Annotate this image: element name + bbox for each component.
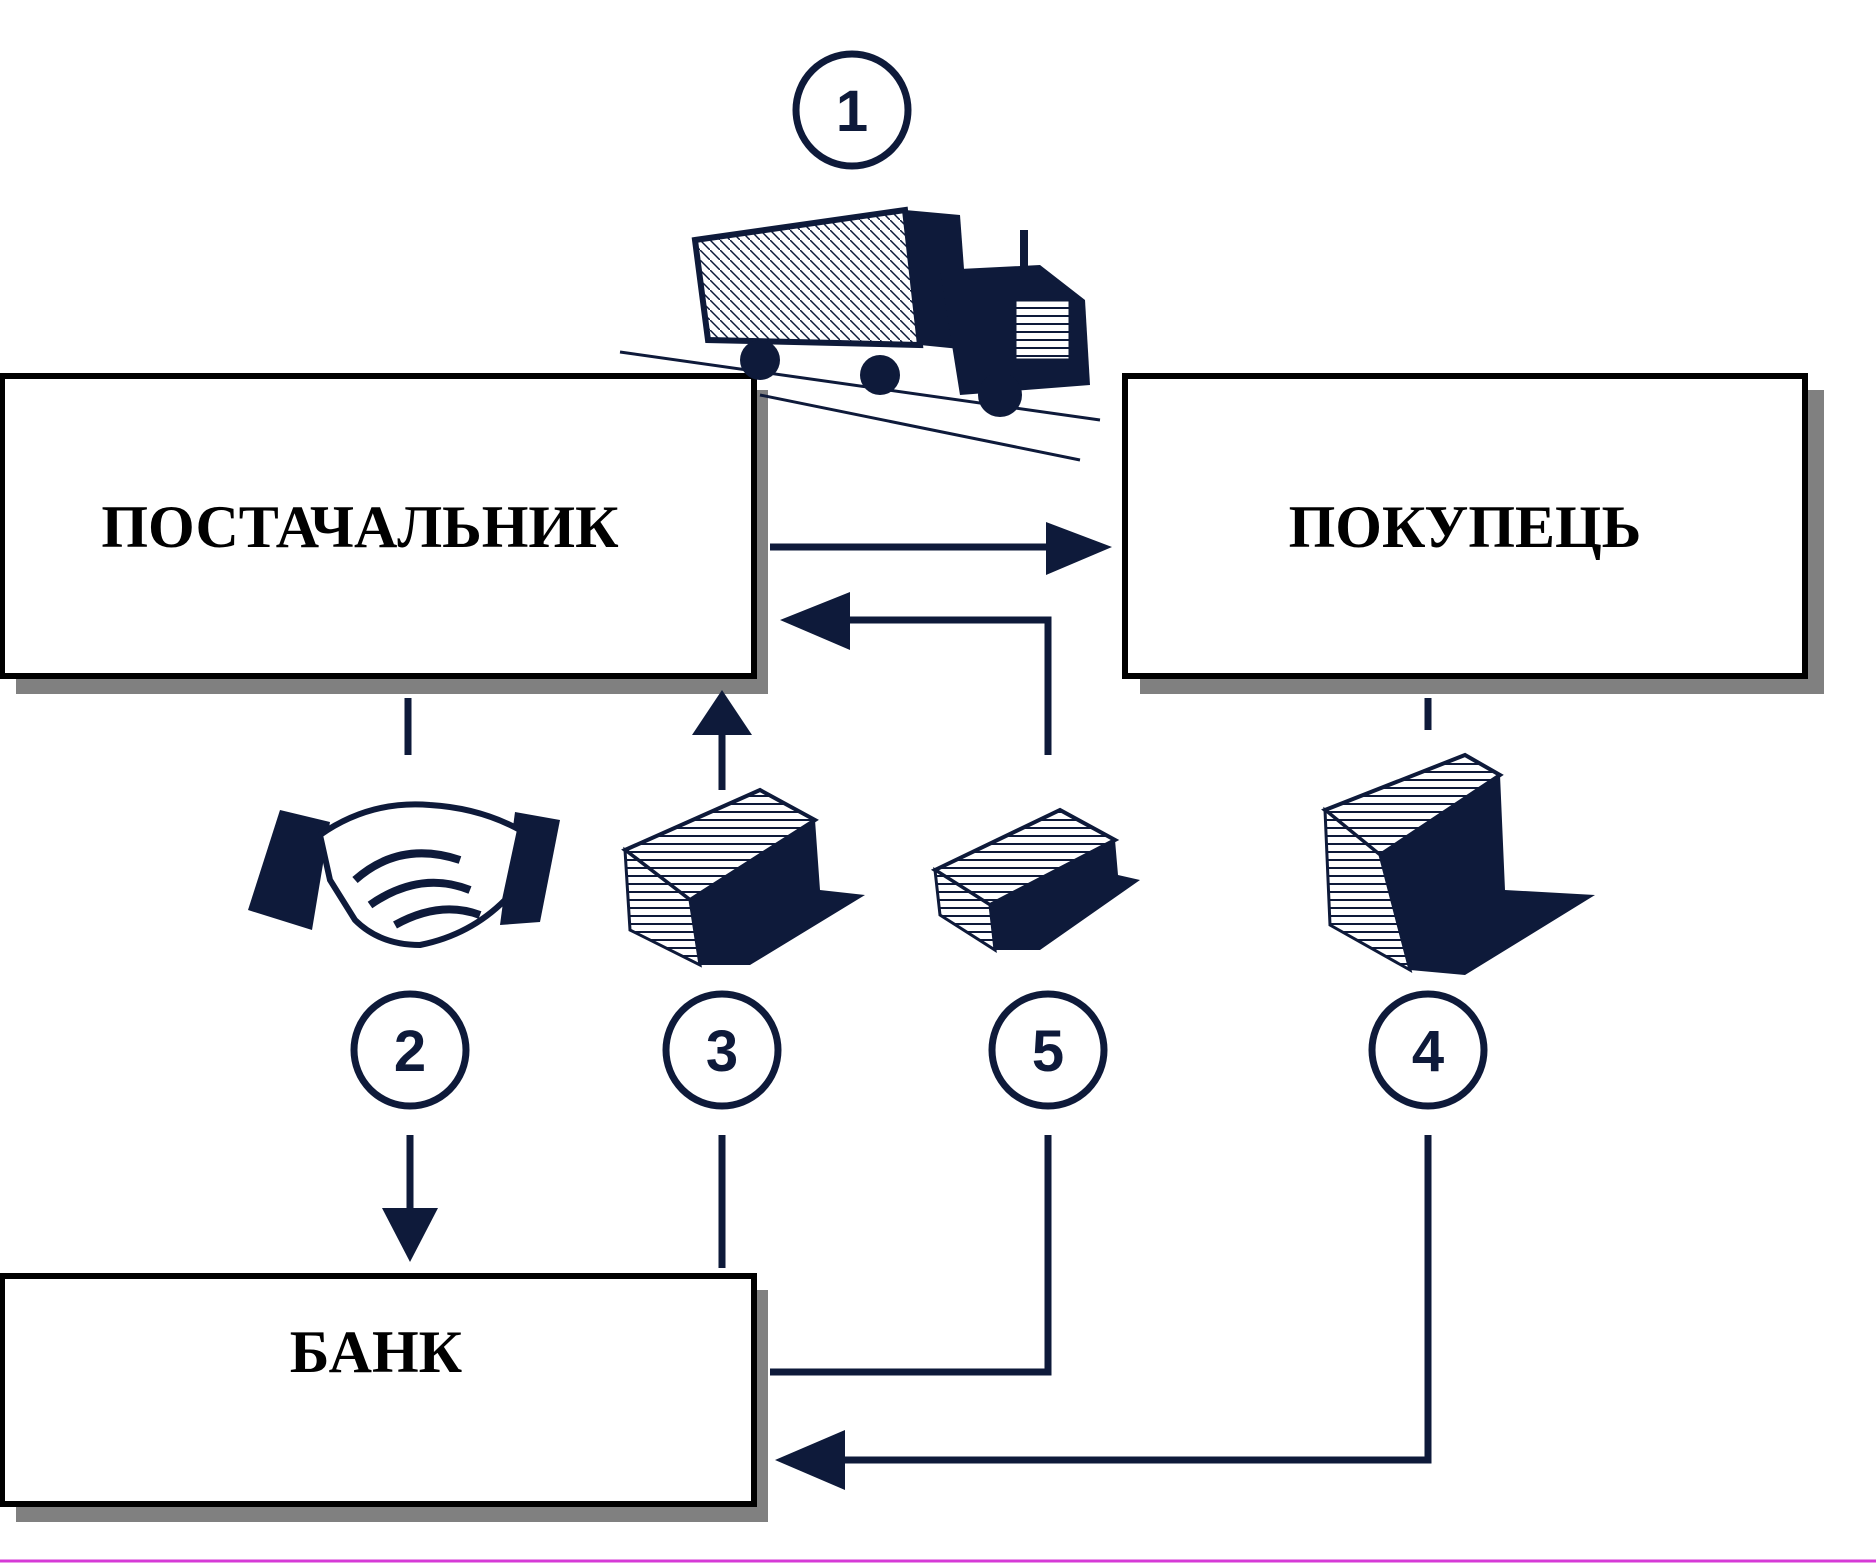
arrowhead-to-buyer — [1046, 522, 1112, 575]
step-4: 4 — [1368, 990, 1488, 1110]
supplier-box: ПОСТАЧАЛЬНИК — [0, 373, 768, 694]
money-stack-icon-4 — [1321, 752, 1595, 975]
step-5: 5 — [988, 990, 1108, 1110]
arrowhead-step4-to-bank — [775, 1430, 845, 1490]
step-3-number: 3 — [706, 1019, 738, 1084]
money-stack-icon-5 — [930, 807, 1140, 953]
supplier-label: ПОСТАЧАЛЬНИК — [101, 494, 618, 560]
buyer-box: ПОКУПЕЦЬ — [1122, 373, 1824, 694]
line-step5-bottom — [770, 1135, 1052, 1376]
bank-box: БАНК — [0, 1273, 768, 1522]
arrowheads — [382, 522, 1112, 1490]
truck-icon — [619, 206, 1101, 462]
step-2: 2 — [350, 990, 470, 1110]
money-stack-icon-3 — [621, 787, 865, 968]
arrowhead-step3-up — [692, 690, 752, 735]
step-5-number: 5 — [1032, 1019, 1064, 1084]
step-1: 1 — [792, 50, 912, 170]
arrowhead-to-supplier-mid — [780, 592, 850, 650]
arrow-step5-to-supplier — [840, 616, 1052, 755]
bank-label: БАНК — [290, 1319, 462, 1385]
buyer-label: ПОКУПЕЦЬ — [1289, 494, 1642, 560]
flow-lines — [404, 543, 1432, 1464]
step-1-number: 1 — [836, 79, 868, 144]
step-4-number: 4 — [1412, 1019, 1444, 1084]
step-2-number: 2 — [394, 1019, 426, 1084]
step-3: 3 — [662, 990, 782, 1110]
arrowhead-step2-down — [382, 1208, 438, 1262]
handshake-icon — [248, 801, 560, 949]
line-step4-bottom — [820, 1135, 1432, 1464]
